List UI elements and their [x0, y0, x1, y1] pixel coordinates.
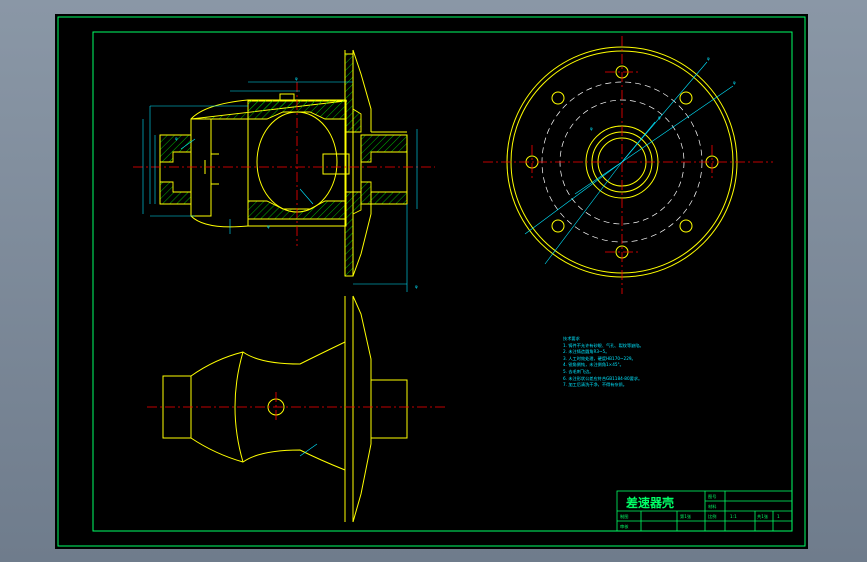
tb-label-2: 制图: [620, 513, 628, 520]
svg-text:φ: φ: [295, 76, 298, 81]
tech-note: 6. 未注形状公差应符合GB1184-80要求。: [563, 375, 643, 381]
svg-text:φ: φ: [175, 136, 178, 141]
side-view: [147, 295, 447, 523]
tech-heading: 技术要求: [563, 336, 580, 341]
svg-text:φ: φ: [590, 126, 593, 131]
tech-note: 3. 人工时效处理，硬度HB170~229。: [563, 355, 636, 361]
cad-drawing: φ φ φ φ: [57, 16, 806, 547]
tech-note: 4. 锐角倒钝，未注倒角1×45°。: [563, 362, 624, 368]
drawing-title: 差速器壳: [625, 495, 674, 510]
outer-border: [57, 16, 806, 547]
svg-text:φ: φ: [733, 80, 736, 85]
title-block: [616, 490, 793, 532]
tech-note: 1. 铸件不允许有砂眼、气孔、裂纹等缺陷。: [563, 342, 644, 348]
tb-label-0: 图号: [708, 494, 716, 500]
tech-note: 2. 未注铸造圆角R3~5。: [563, 349, 610, 355]
tb-label-8: 1: [777, 514, 780, 519]
tb-label-1: 材料: [708, 503, 717, 510]
tb-label-6: 1:1: [730, 514, 737, 519]
section-view: φ φ φ φ: [133, 49, 435, 292]
technical-requirements: 技术要求 1. 铸件不允许有砂眼、气孔、裂纹等缺陷。 2. 未注铸造圆角R3~5…: [563, 336, 743, 389]
tb-label-7: 共1张: [757, 513, 769, 520]
drawing-sheet: φ φ φ φ: [55, 14, 808, 549]
svg-text:φ: φ: [267, 224, 270, 229]
tb-label-3: 审核: [620, 523, 629, 530]
tb-label-5: 比例: [708, 513, 716, 520]
end-view: φ φ φ φ: [483, 36, 773, 294]
tech-note: 5. 去毛刺飞边。: [563, 368, 594, 374]
svg-text:φ: φ: [707, 56, 710, 61]
svg-text:φ: φ: [658, 115, 661, 120]
svg-text:φ: φ: [415, 284, 418, 289]
tech-note: 7. 加工后清洗干净，不得有杂质。: [563, 382, 627, 388]
inner-border: [92, 31, 793, 532]
tb-label-4: 第1张: [680, 513, 692, 520]
